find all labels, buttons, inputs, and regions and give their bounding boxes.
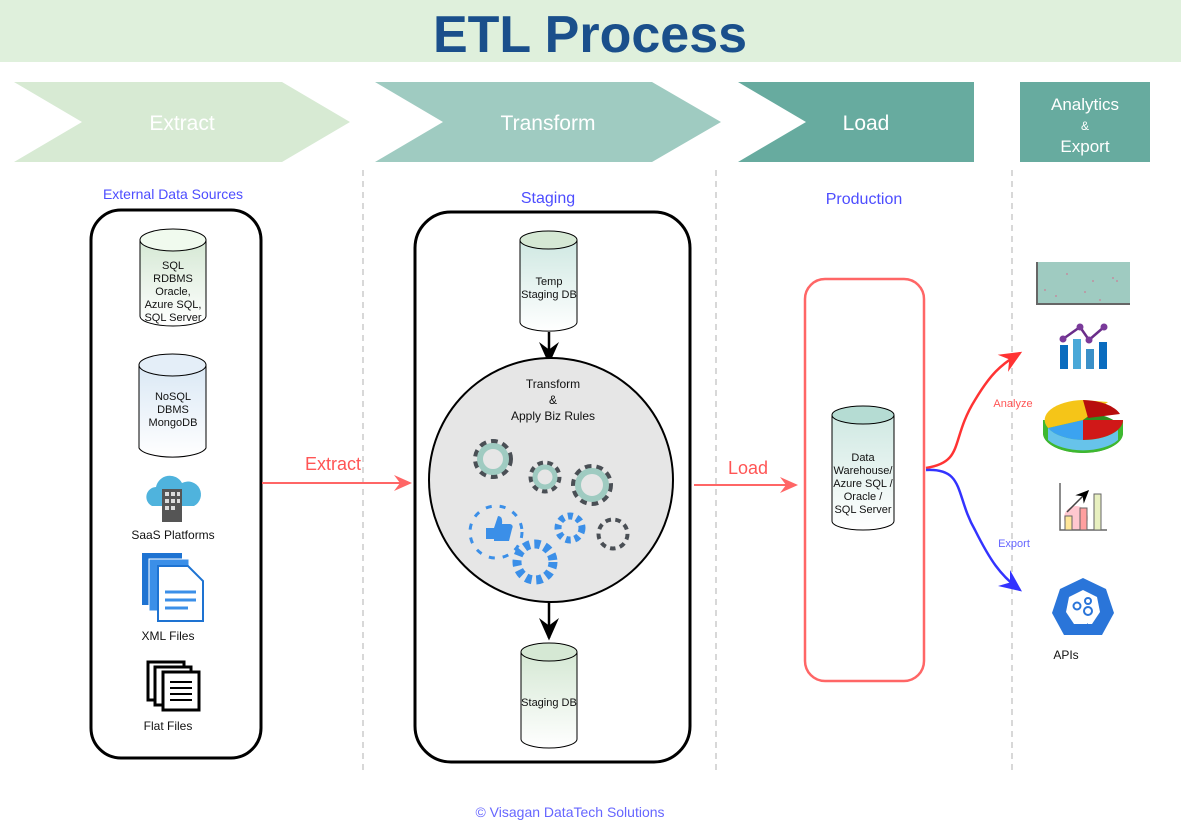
xml-label: XML Files [142,629,195,643]
section-sources: External Data Sources [103,186,243,202]
staging-db-icon: Staging DB [520,642,578,749]
flat-files-icon [146,660,201,712]
transform-line-3: Apply Biz Rules [511,409,595,423]
nosql-line-3: MongoDB [149,417,198,429]
stage-analytics-label-1: Analytics [1051,95,1119,114]
transform-line-2: & [549,393,557,407]
growth-chart-icon [1059,483,1107,531]
api-icon: api [1052,578,1114,635]
stage-extract: Extract [14,82,350,162]
sql-database-icon: SQL RDBMS Oracle, Azure SQL, SQL Server [139,228,207,327]
stage-analytics-label-2: & [1081,119,1089,133]
page-title: ETL Process [433,6,747,64]
nosql-line-2: DBMS [157,404,189,416]
section-staging: Staging [521,190,575,207]
sql-line-2: RDBMS [153,273,193,285]
saas-label: SaaS Platforms [131,528,214,542]
export-label: Export [998,538,1030,550]
temp-db-line-2: Staging DB [521,289,577,301]
analyze-arrow [925,351,1023,470]
export-arrow [925,468,1022,592]
transform-process: Transform & Apply Biz Rules [428,357,674,603]
sql-line-4: Azure SQL, [145,299,202,311]
stage-extract-label: Extract [149,112,215,135]
sql-line-1: SQL [162,260,184,272]
thumbs-up-icon [486,516,513,541]
apis-label: APIs [1053,648,1078,662]
scatter-chart-icon [1036,262,1130,305]
sql-line-5: SQL Server [144,312,201,324]
stage-transform-label: Transform [501,112,596,135]
temp-db-line-1: Temp [536,276,563,288]
load-arrow-label: Load [728,458,768,478]
pie-chart-icon [1043,400,1123,453]
dw-line-3: Azure SQL / [833,478,893,490]
dw-line-4: Oracle / [844,491,883,503]
stage-load-label: Load [843,112,890,135]
dw-line-1: Data [851,452,875,464]
data-warehouse-icon: Data Warehouse/ Azure SQL / Oracle / SQL… [831,405,895,531]
staging-db-label: Staging DB [521,697,577,709]
api-badge-text: api [1078,622,1089,631]
nosql-line-1: NoSQL [155,391,191,403]
nosql-database-icon: NoSQL DBMS MongoDB [138,353,207,458]
extract-arrow-label: Extract [305,454,361,474]
dw-line-2: Warehouse/ [834,465,894,477]
temp-staging-db-icon: Temp Staging DB [519,230,578,332]
xml-files-icon [142,553,204,622]
gears-icon [468,439,630,585]
column-dividers [362,170,1013,775]
section-production: Production [826,191,903,208]
saas-cloud-icon [146,475,201,522]
stage-transform: Transform [375,82,721,162]
analyze-label: Analyze [993,398,1032,410]
transform-line-1: Transform [526,377,580,391]
dw-line-5: SQL Server [834,504,891,516]
sql-line-3: Oracle, [155,286,190,298]
stage-analytics: Analytics & Export [1020,82,1150,162]
flat-files-label: Flat Files [144,719,193,733]
bar-line-chart-icon [1059,323,1108,369]
stage-load: Load [738,82,974,162]
footer-copyright: © Visagan DataTech Solutions [475,804,664,820]
stage-analytics-label-3: Export [1060,137,1109,156]
title-banner [0,0,1181,62]
